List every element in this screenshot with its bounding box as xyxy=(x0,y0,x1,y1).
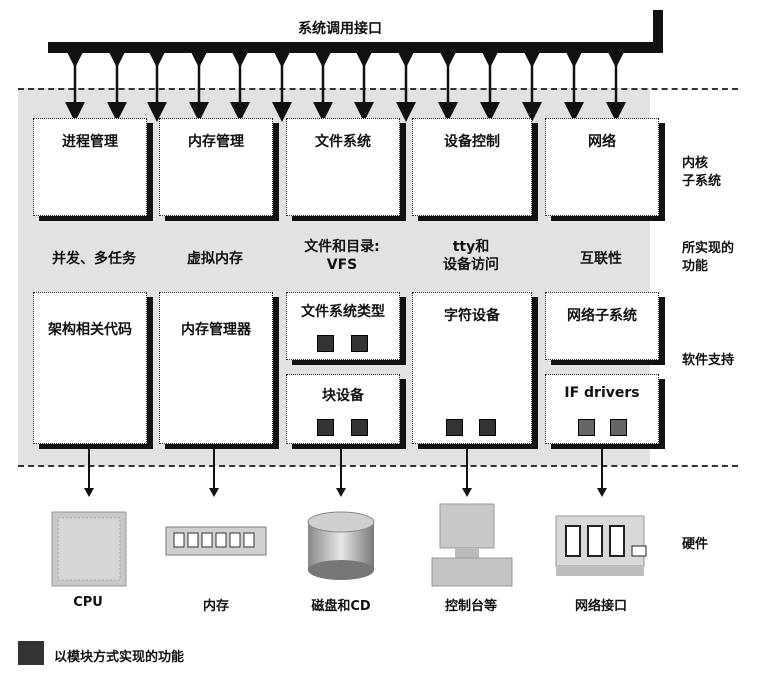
subsystem-label: 文件系统 xyxy=(315,134,371,150)
module-chip-icon xyxy=(351,419,368,436)
side-line: 所实现的 xyxy=(682,241,735,256)
syscall-interface-bar xyxy=(48,42,663,53)
side-label-features: 所实现的 功能 xyxy=(682,240,734,276)
feature-concurrency: 并发、多任务 xyxy=(52,251,136,267)
subsystem-label: 进程管理 xyxy=(62,134,118,150)
feature-connectivity: 互联性 xyxy=(580,251,622,267)
support-memory-manager: 内存管理器 xyxy=(159,292,273,444)
feature-tty-device-access: tty和 设备访问 xyxy=(412,238,530,274)
module-chip-icon xyxy=(317,419,334,436)
support-label: 架构相关代码 xyxy=(48,322,132,338)
user-kernel-boundary xyxy=(18,88,738,90)
feature-line: 文件和目录: xyxy=(304,239,380,255)
nic-icon xyxy=(555,515,647,576)
support-label: 块设备 xyxy=(322,388,364,404)
subsystem-label: 内存管理 xyxy=(188,134,244,150)
side-label-hardware: 硬件 xyxy=(682,537,709,552)
feature-line: VFS xyxy=(326,257,358,273)
hardware-label-console: 控制台等 xyxy=(444,599,497,614)
arrow-to-console xyxy=(466,444,468,488)
ram-icon xyxy=(165,526,267,556)
subsystem-filesystems: 文件系统 xyxy=(286,118,400,216)
support-fs-types: 文件系统类型 xyxy=(286,292,400,360)
side-line: 功能 xyxy=(682,259,709,274)
module-chip-icon xyxy=(351,335,368,352)
syscall-interface-riser xyxy=(653,10,663,53)
side-label-kernel-subsystems: 内核 子系统 xyxy=(682,155,721,191)
arrow-head xyxy=(462,488,472,497)
arrow-head xyxy=(84,488,94,497)
arrow-to-nic xyxy=(601,444,603,488)
support-arch-dependent-code: 架构相关代码 xyxy=(33,292,147,444)
arrow-head xyxy=(336,488,346,497)
subsystem-networking: 网络 xyxy=(545,118,659,216)
module-chip-icon xyxy=(578,419,595,436)
arrow-to-ram xyxy=(213,444,215,488)
support-label: 字符设备 xyxy=(444,308,500,324)
module-chip-icon xyxy=(446,419,463,436)
subsystem-memory-management: 内存管理 xyxy=(159,118,273,216)
hardware-label-cpu: CPU xyxy=(73,595,103,610)
support-label: 文件系统类型 xyxy=(301,304,385,320)
side-line: 内核 xyxy=(682,156,709,171)
arrow-head xyxy=(209,488,219,497)
module-chip-icon xyxy=(317,335,334,352)
feature-line: tty和 xyxy=(452,239,490,255)
legend-module-swatch xyxy=(18,641,44,665)
arrow-head xyxy=(597,488,607,497)
support-char-devices: 字符设备 xyxy=(412,292,532,444)
console-icon xyxy=(431,503,513,587)
support-network-subsystem: 网络子系统 xyxy=(545,292,659,360)
feature-line: 设备访问 xyxy=(443,257,499,273)
hardware-label-disk: 磁盘和CD xyxy=(311,599,371,614)
disk-icon xyxy=(307,511,375,580)
support-block-devices: 块设备 xyxy=(286,374,400,444)
support-label: 网络子系统 xyxy=(567,308,637,324)
kernel-hardware-boundary xyxy=(18,465,738,467)
subsystem-label: 设备控制 xyxy=(444,134,500,150)
module-chip-icon xyxy=(610,419,627,436)
side-line: 子系统 xyxy=(682,174,722,189)
side-label-software-support: 软件支持 xyxy=(682,353,735,368)
subsystem-device-control: 设备控制 xyxy=(412,118,532,216)
syscall-interface-label: 系统调用接口 xyxy=(298,21,382,37)
arrow-to-cpu xyxy=(88,444,90,488)
hardware-label-ram: 内存 xyxy=(202,599,229,614)
subsystem-label: 网络 xyxy=(588,134,616,150)
feature-virtual-memory: 虚拟内存 xyxy=(187,251,243,267)
support-if-drivers: IF drivers xyxy=(545,374,659,444)
support-label: 内存管理器 xyxy=(181,322,251,338)
legend-text: 以模块方式实现的功能 xyxy=(54,650,185,665)
subsystem-process-management: 进程管理 xyxy=(33,118,147,216)
feature-files-vfs: 文件和目录: VFS xyxy=(286,238,398,274)
support-label: IF drivers xyxy=(564,385,640,401)
module-chip-icon xyxy=(479,419,496,436)
arrow-to-disk xyxy=(340,444,342,488)
hardware-label-nic: 网络接口 xyxy=(574,599,627,614)
cpu-icon xyxy=(51,511,127,587)
